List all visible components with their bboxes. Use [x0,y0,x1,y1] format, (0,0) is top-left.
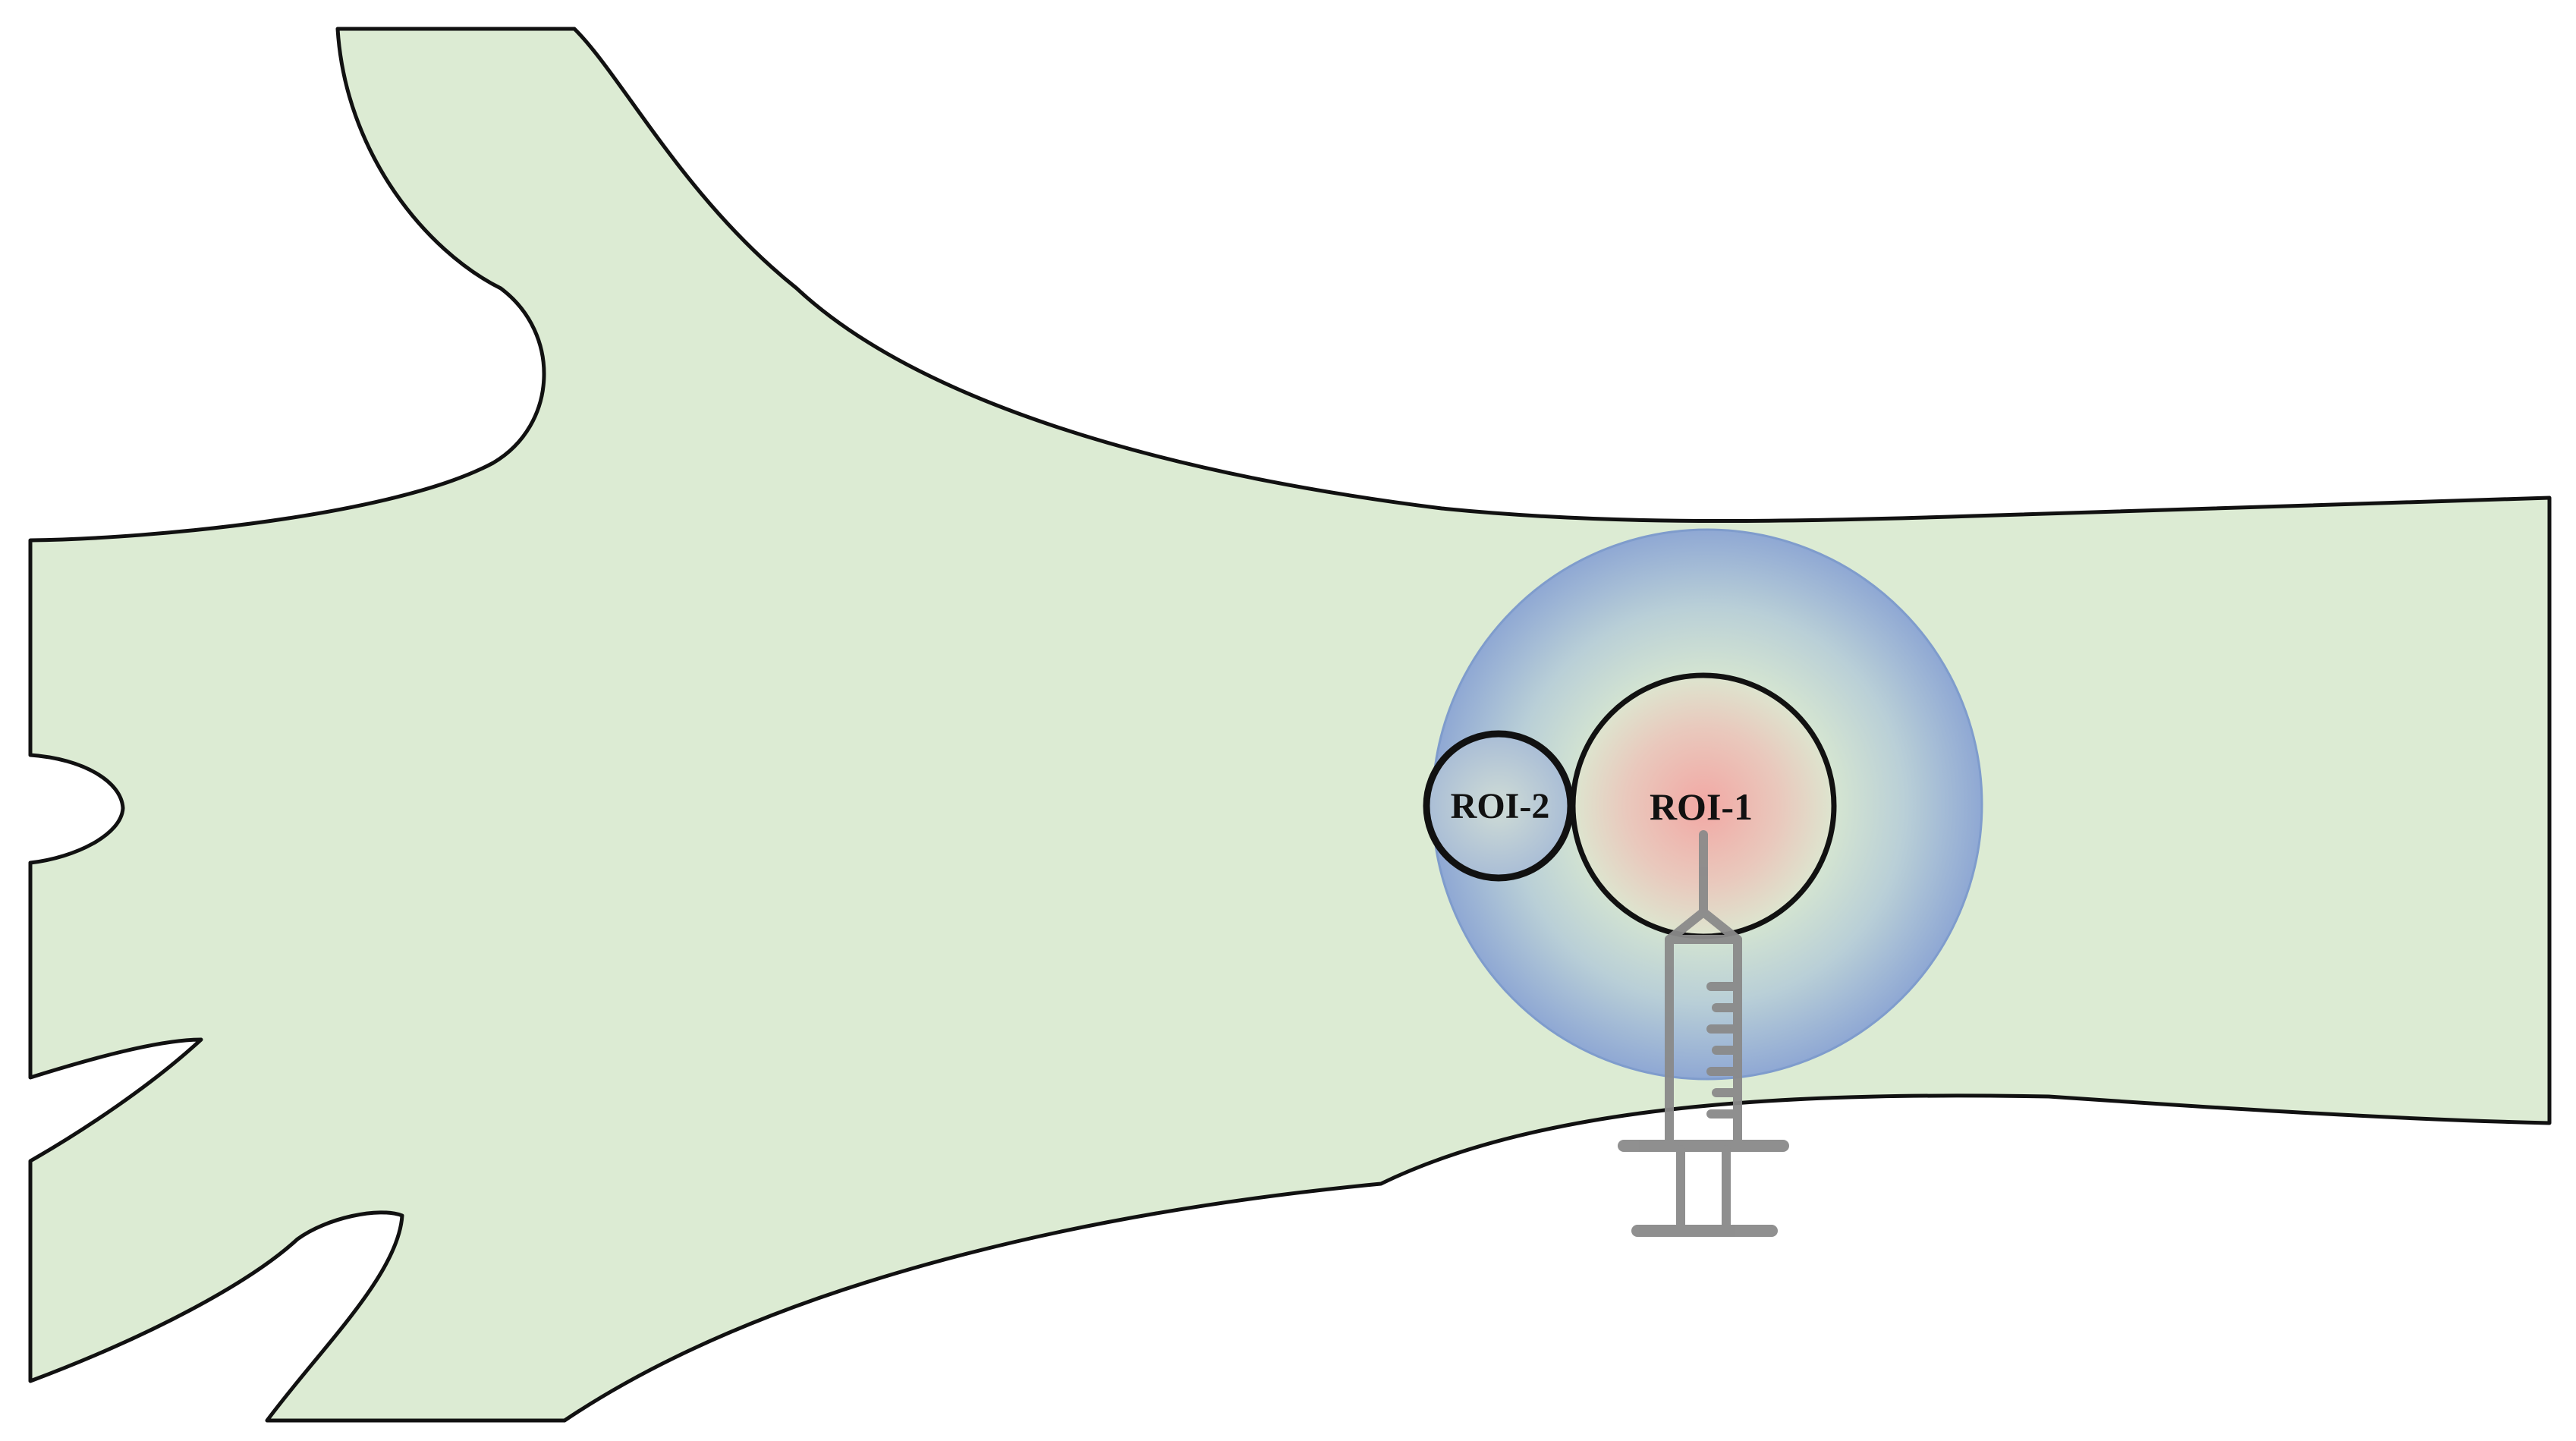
syringe-icon [1618,830,1789,1237]
forearm-outline [28,27,2552,1423]
roi-2-label: ROI-2 [1451,786,1550,826]
roi-1-label: ROI-1 [1650,785,1753,828]
